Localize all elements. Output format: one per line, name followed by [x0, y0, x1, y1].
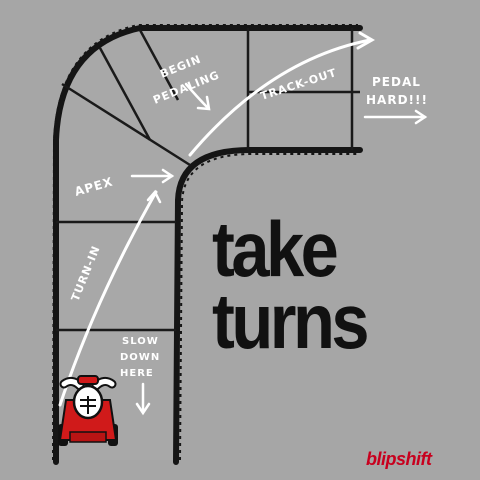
label-hard: HARD!!!: [366, 93, 428, 107]
road-inner-edge: [173, 147, 363, 465]
label-down: DOWN: [120, 352, 160, 363]
headline-take: take: [212, 205, 339, 293]
pavement-seams: [56, 28, 360, 332]
road-outer-edge: [53, 25, 363, 465]
blipshift-logo: blipshift: [366, 449, 432, 469]
label-slow: SLOW: [122, 336, 159, 347]
label-here: HERE: [120, 368, 154, 379]
racer-kart-icon: [58, 375, 118, 446]
road-surface: [56, 28, 360, 460]
label-pedal: PEDAL: [372, 75, 421, 89]
headline-turns: turns: [212, 277, 370, 365]
chalk-arrow-icon: [130, 82, 428, 416]
